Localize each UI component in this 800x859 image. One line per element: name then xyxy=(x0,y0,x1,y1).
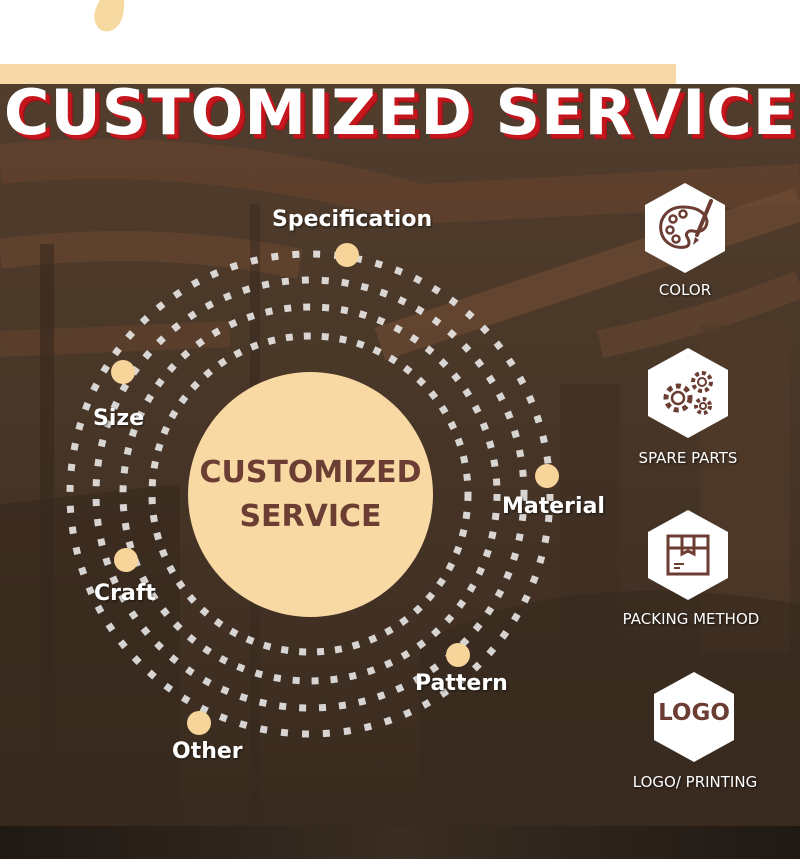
option-label-color: COLOR xyxy=(658,281,712,299)
specification-dot xyxy=(335,243,359,267)
label-pattern: Pattern xyxy=(415,671,508,696)
palette-icon xyxy=(659,199,713,249)
gears-icon xyxy=(663,371,713,415)
box-icon xyxy=(666,534,710,576)
page-title: CUSTOMIZED SERVICE xyxy=(3,76,797,149)
label-material: Material xyxy=(502,494,605,519)
center-circle: CUSTOMIZED SERVICE xyxy=(188,372,433,617)
top-margin xyxy=(0,0,800,64)
option-label-logo-printing: LOGO/ PRINTING xyxy=(632,773,758,791)
center-line-1: CUSTOMIZED xyxy=(199,454,422,490)
logo-icon: LOGO xyxy=(658,700,730,726)
pattern-dot xyxy=(446,643,470,667)
material-dot xyxy=(535,464,559,488)
packing-option xyxy=(648,510,728,600)
logo-option: LOGO xyxy=(654,672,734,762)
label-other: Other xyxy=(172,739,243,764)
label-craft: Craft xyxy=(94,581,156,606)
craft-dot xyxy=(114,548,138,572)
bottom-strip xyxy=(0,826,800,859)
center-line-2: SERVICE xyxy=(239,498,382,534)
color-option xyxy=(645,183,725,273)
option-label-packing: PACKING METHOD xyxy=(622,610,760,628)
spare-parts-option xyxy=(648,348,728,438)
other-dot xyxy=(187,711,211,735)
option-label-spare-parts: SPARE PARTS xyxy=(638,449,738,467)
label-size: Size xyxy=(93,406,145,431)
label-specification: Specification xyxy=(272,207,433,232)
size-dot xyxy=(111,360,135,384)
